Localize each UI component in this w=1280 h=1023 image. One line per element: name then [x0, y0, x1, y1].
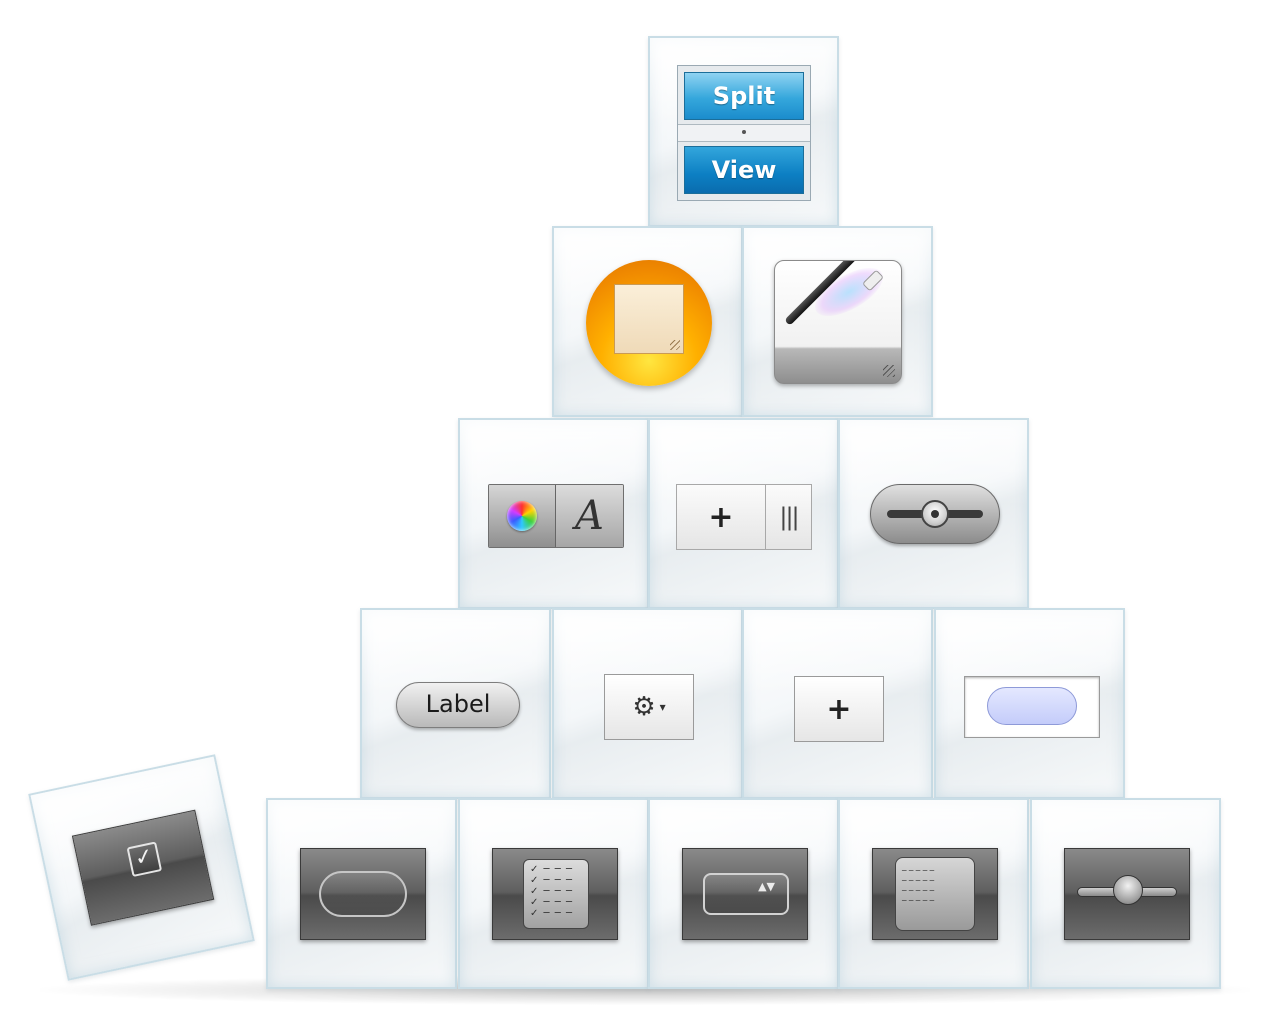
color-font-control-icon: A	[488, 484, 624, 548]
checklist-lines: ✓ ─ ─ ─ ✓ ─ ─ ─ ✓ ─ ─ ─ ✓ ─ ─ ─ ✓ ─ ─ ─	[523, 859, 589, 929]
tile-checklist[interactable]: ✓ ─ ─ ─ ✓ ─ ─ ─ ✓ ─ ─ ─ ✓ ─ ─ ─ ✓ ─ ─ ─	[458, 798, 649, 989]
resize-grip-icon	[883, 365, 895, 377]
updown-arrows-icon: ▲▼	[758, 880, 775, 893]
color-well-swatch	[614, 284, 684, 354]
slider-thumb	[1113, 875, 1143, 905]
checkbox-icon: ✓	[71, 809, 215, 926]
checklist-icon: ✓ ─ ─ ─ ✓ ─ ─ ─ ✓ ─ ─ ─ ✓ ─ ─ ─ ✓ ─ ─ ─	[492, 848, 618, 940]
split-view-icon: Split View	[677, 65, 811, 201]
split-bottom-pane: View	[684, 146, 804, 194]
tile-add-columns-control[interactable]: + |||	[648, 418, 839, 609]
add-columns-control-icon: + |||	[676, 484, 812, 550]
chevron-down-icon: ▾	[659, 700, 666, 714]
tile-checkbox[interactable]: ✓	[28, 754, 255, 981]
tile-plus-button[interactable]: +	[742, 608, 933, 799]
split-top-pane: Split	[684, 72, 804, 120]
gear-popup-icon: ⚙ ▾	[604, 674, 694, 740]
tile-slider-knob[interactable]	[838, 418, 1029, 609]
checkmark-icon: ✓	[126, 841, 163, 878]
tile-text-view[interactable]: ─ ─ ─ ─ ── ─ ─ ─ ── ─ ─ ─ ── ─ ─ ─ ─	[838, 798, 1029, 989]
knob-thumb	[921, 500, 949, 528]
font-panel-segment: A	[556, 485, 623, 547]
token-field-icon	[964, 676, 1100, 738]
magic-wand-icon	[774, 260, 902, 384]
tile-rounded-button[interactable]	[266, 798, 457, 989]
rounded-rect-shape	[319, 871, 407, 917]
tile-token-field[interactable]	[934, 608, 1125, 799]
tile-color-font-control[interactable]: A	[458, 418, 649, 609]
slider-icon	[1064, 848, 1190, 940]
rounded-button-icon	[300, 848, 426, 940]
color-wheel-icon	[507, 501, 537, 531]
label-pill-icon: Label	[396, 682, 520, 728]
slider-knob-icon	[870, 484, 1000, 544]
tile-color-well[interactable]	[552, 226, 743, 417]
plus-icon: +	[677, 485, 766, 549]
popup-shape: ▲▼	[703, 873, 789, 915]
plus-button-icon: +	[794, 676, 884, 742]
token-pill	[987, 687, 1077, 725]
color-well-icon	[586, 260, 712, 386]
text-lines: ─ ─ ─ ─ ── ─ ─ ─ ── ─ ─ ─ ── ─ ─ ─ ─	[895, 857, 975, 931]
split-divider-dot	[742, 130, 746, 134]
gear-icon: ⚙	[632, 692, 656, 722]
columns-icon: |||	[779, 503, 799, 531]
color-panel-segment	[489, 485, 556, 547]
tile-magic-wand[interactable]	[742, 226, 933, 417]
tile-popup-button[interactable]: ▲▼	[648, 798, 839, 989]
tile-gear-popup[interactable]: ⚙ ▾	[552, 608, 743, 799]
tile-split-view[interactable]: Split View	[648, 36, 839, 227]
text-view-icon: ─ ─ ─ ─ ── ─ ─ ─ ── ─ ─ ─ ── ─ ─ ─ ─	[872, 848, 998, 940]
popup-button-icon: ▲▼	[682, 848, 808, 940]
tile-slider[interactable]	[1030, 798, 1221, 989]
tile-label[interactable]: Label	[360, 608, 551, 799]
resize-grip-icon	[670, 340, 680, 350]
